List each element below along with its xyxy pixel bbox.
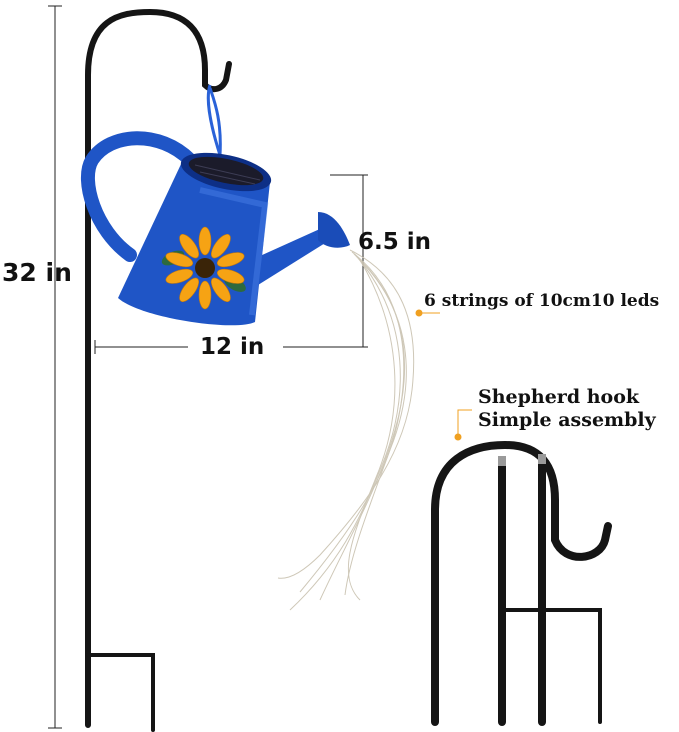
can-width-label: 12 in — [200, 334, 265, 360]
watering-can — [81, 131, 350, 326]
can-handle — [81, 131, 197, 262]
hanging-wire — [206, 84, 222, 156]
led-strings — [277, 249, 415, 611]
shepherd-hook-parts — [431, 440, 612, 726]
callout-markers — [415, 309, 472, 441]
dimension-lines — [48, 5, 368, 729]
height-label: 32 in — [2, 258, 72, 287]
can-spout-rose — [318, 212, 350, 248]
can-height-label: 6.5 in — [358, 229, 432, 255]
lights-label: 6 strings of 10cm10 leds — [424, 291, 660, 311]
sunflower — [161, 226, 246, 310]
can-spout — [240, 228, 330, 290]
shepherd-hook-tall — [85, 8, 232, 732]
hook-label-line1: Shepherd hook — [478, 386, 640, 408]
hook-label-line2: Simple assembly — [478, 409, 656, 431]
